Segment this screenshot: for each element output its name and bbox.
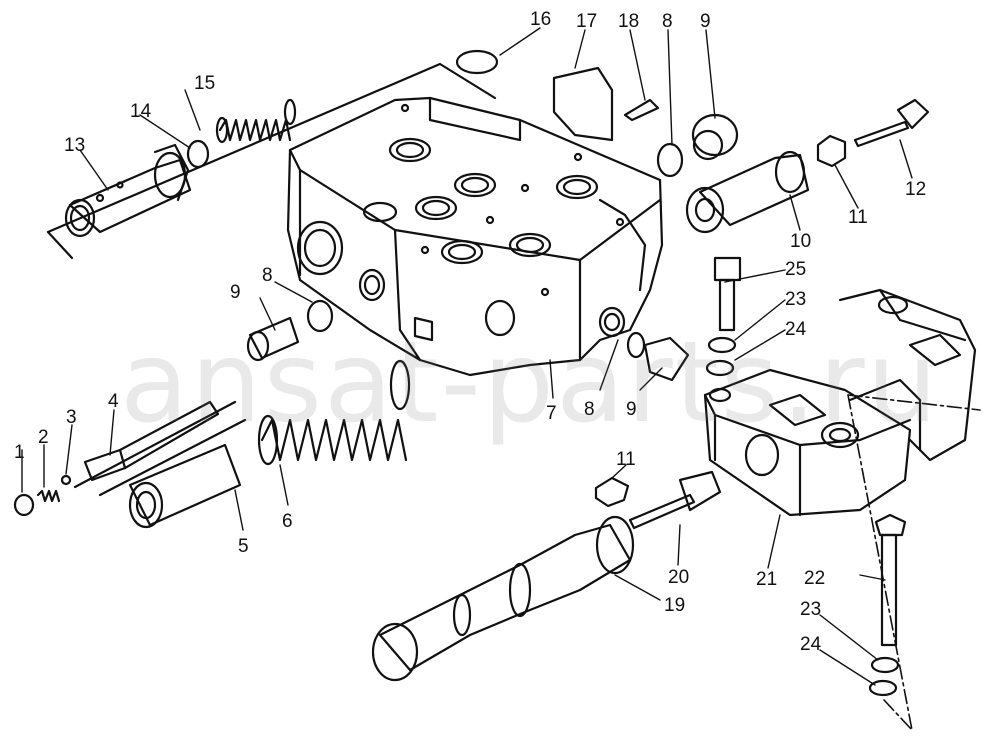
part-23-washer-lower bbox=[870, 656, 900, 674]
callout-19: 19 bbox=[664, 595, 686, 616]
part-9-plug-top bbox=[691, 113, 739, 161]
callout-8-right: 8 bbox=[584, 399, 595, 420]
part-15-spring bbox=[215, 98, 297, 144]
callout-21: 21 bbox=[756, 569, 778, 590]
part-11-nut-top bbox=[816, 134, 847, 168]
bracket-line bbox=[46, 62, 497, 234]
callout-5: 5 bbox=[238, 536, 249, 557]
valve-body-7 bbox=[286, 96, 664, 377]
callout-24-lower: 24 bbox=[800, 634, 822, 655]
part-25-bolt bbox=[713, 256, 742, 332]
callout-13: 13 bbox=[64, 135, 86, 156]
callout-25: 25 bbox=[785, 259, 807, 280]
part-4-stem bbox=[73, 400, 247, 497]
callout-14: 14 bbox=[130, 101, 152, 122]
part-23-washer-upper bbox=[707, 336, 737, 354]
callout-10: 10 bbox=[790, 231, 812, 252]
callout-11-lower: 11 bbox=[616, 449, 636, 470]
part-8-o-ring-top bbox=[656, 142, 684, 178]
leader-lines bbox=[21, 27, 913, 686]
part-3-ball bbox=[60, 474, 72, 486]
callout-23-upper: 23 bbox=[785, 289, 807, 310]
callout-20: 20 bbox=[668, 567, 690, 588]
callout-8-left: 8 bbox=[262, 265, 273, 286]
part-9-plug-right bbox=[643, 336, 690, 382]
part-16-o-ring bbox=[455, 49, 499, 75]
part-9-plug-left bbox=[246, 316, 300, 362]
part-19-spool bbox=[371, 515, 635, 682]
callout-6: 6 bbox=[282, 511, 293, 532]
callout-9-left: 9 bbox=[230, 282, 241, 303]
callout-12: 12 bbox=[905, 179, 927, 200]
part-2-spring bbox=[36, 489, 61, 503]
part-6-spring bbox=[257, 359, 411, 466]
part-22-bolt bbox=[874, 513, 907, 647]
callout-17: 17 bbox=[576, 11, 598, 32]
part-14-o-ring bbox=[186, 139, 210, 169]
part-24-washer-upper bbox=[705, 359, 735, 377]
callout-23-lower: 23 bbox=[800, 599, 822, 620]
part-8-o-ring-right bbox=[626, 331, 646, 359]
part-20-eye-bolt bbox=[628, 470, 722, 530]
callout-16: 16 bbox=[530, 9, 552, 30]
callout-24-upper: 24 bbox=[785, 319, 807, 340]
part-13-spool bbox=[64, 143, 192, 238]
part-8-o-ring-left bbox=[306, 299, 334, 333]
part-18-bolt bbox=[623, 98, 660, 122]
callout-8-top: 8 bbox=[662, 11, 673, 32]
part-17-plate bbox=[552, 66, 614, 142]
part-5-sleeve bbox=[128, 443, 242, 529]
callout-1: 1 bbox=[14, 442, 25, 463]
part-1-cap bbox=[13, 493, 35, 517]
callout-11-top: 11 bbox=[848, 207, 868, 228]
part-12-eye-bolt bbox=[853, 98, 930, 148]
callout-4: 4 bbox=[108, 391, 119, 412]
part-10-spool bbox=[685, 150, 810, 234]
part-24-washer-lower bbox=[868, 679, 898, 697]
callout-22: 22 bbox=[804, 568, 826, 589]
part-11-nut-lower bbox=[594, 476, 630, 508]
callout-9-right: 9 bbox=[626, 399, 637, 420]
bracket-line-2 bbox=[46, 230, 74, 260]
callout-3: 3 bbox=[66, 407, 77, 428]
callout-9-top: 9 bbox=[700, 11, 711, 32]
callout-7: 7 bbox=[546, 403, 557, 424]
callout-15: 15 bbox=[194, 73, 216, 94]
part-21-housing bbox=[703, 288, 977, 517]
callout-2: 2 bbox=[38, 427, 49, 448]
center-lines bbox=[847, 394, 981, 731]
callout-18: 18 bbox=[618, 11, 640, 32]
